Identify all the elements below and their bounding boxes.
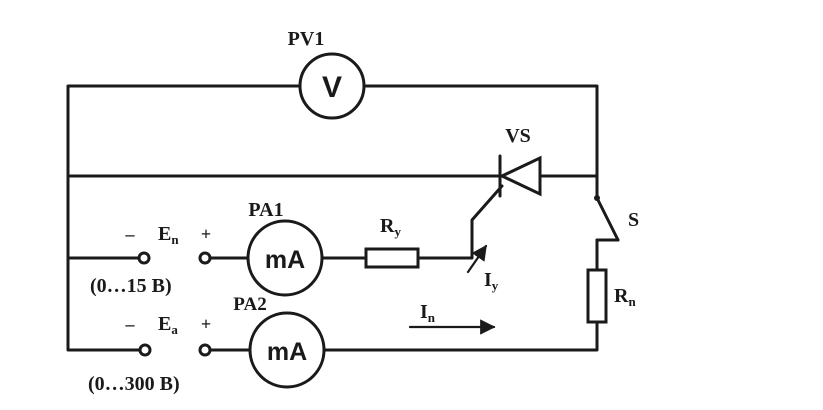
ammeter-pa1: mA PA1 bbox=[246, 199, 324, 297]
pa1-circle bbox=[246, 219, 324, 297]
source1-range: (0…15 B) bbox=[90, 275, 172, 297]
iy-label: Iy bbox=[484, 269, 499, 293]
iy-sub: y bbox=[492, 278, 499, 293]
source1-neg-terminal bbox=[137, 251, 151, 265]
pa2-unit: mA bbox=[267, 338, 307, 366]
source2-emf-main: E bbox=[158, 313, 171, 335]
ry-body bbox=[364, 247, 420, 269]
thyristor-vs: VS bbox=[470, 125, 542, 238]
source1-minus: – bbox=[125, 224, 136, 244]
source2-emf-sub: a bbox=[171, 322, 178, 337]
source2-minus: – bbox=[125, 314, 136, 334]
source1-emf-main: E bbox=[158, 223, 171, 245]
voltmeter-circle bbox=[298, 52, 366, 120]
source2-plus: + bbox=[201, 314, 211, 334]
ry-main: R bbox=[380, 215, 395, 237]
gate-current-iy: Iy bbox=[466, 244, 499, 293]
pv1-label: PV1 bbox=[288, 28, 325, 50]
source-e1: – + En (0…15 B) bbox=[90, 223, 212, 297]
pa2-label: PA2 bbox=[233, 294, 266, 315]
voltmeter-loop-wire bbox=[66, 84, 599, 178]
source1-pos-terminal bbox=[198, 251, 212, 265]
source2-range: (0…300 B) bbox=[88, 373, 180, 395]
source1-plus: + bbox=[201, 224, 211, 244]
vs-label: VS bbox=[505, 125, 531, 147]
voltmeter-pv1: V PV1 bbox=[288, 28, 366, 120]
thyristor-gate-lead bbox=[470, 184, 504, 238]
source2-emf: Ea bbox=[158, 313, 178, 337]
pa1-unit: mA bbox=[265, 246, 305, 274]
pa2-to-load-wire bbox=[322, 320, 599, 352]
ry-label: Ry bbox=[380, 215, 401, 239]
source-e2: – + Ea (0…300 B) bbox=[88, 313, 212, 395]
ry-to-gate-wire bbox=[416, 234, 474, 260]
source2-pos-terminal bbox=[198, 343, 212, 357]
pa1-label: PA1 bbox=[248, 199, 283, 221]
iy-arrow bbox=[466, 244, 488, 274]
left-rail-wire bbox=[66, 174, 142, 352]
rn-sub: n bbox=[628, 294, 636, 309]
iy-main: I bbox=[484, 269, 492, 291]
load-current-in: In bbox=[408, 301, 496, 335]
rn-label: Rn bbox=[614, 285, 636, 309]
source1-emf: En bbox=[158, 223, 179, 247]
ry-sub: y bbox=[394, 224, 401, 239]
pa2-circle bbox=[248, 311, 326, 389]
in-label: In bbox=[420, 301, 436, 325]
rn-main: R bbox=[614, 285, 629, 307]
rn-body bbox=[586, 268, 608, 324]
wires bbox=[66, 84, 599, 352]
in-sub: n bbox=[428, 310, 436, 325]
resistor-rn: Rn bbox=[586, 268, 636, 324]
switch-blade bbox=[595, 196, 620, 242]
source1-emf-sub: n bbox=[171, 232, 179, 247]
voltmeter-symbol: V bbox=[322, 71, 342, 104]
thyristor-triangle bbox=[498, 155, 542, 197]
ammeter-pa2: mA PA2 bbox=[233, 294, 326, 389]
source2-neg-terminal bbox=[138, 343, 152, 357]
in-main: I bbox=[420, 301, 428, 323]
switch-s: S bbox=[594, 195, 639, 242]
switch-label: S bbox=[628, 209, 639, 231]
resistor-ry: Ry bbox=[364, 215, 420, 269]
